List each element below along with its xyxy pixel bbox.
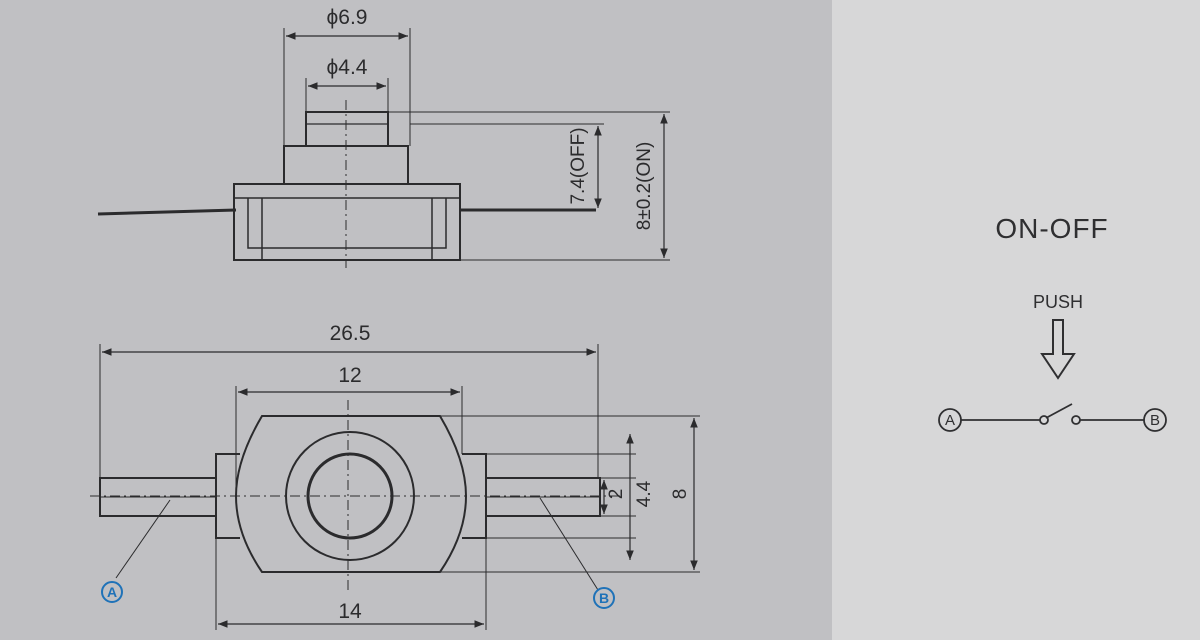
dim-height: 8 bbox=[670, 489, 691, 500]
terminal-a-marker: A bbox=[101, 581, 123, 603]
schematic-panel bbox=[832, 0, 1200, 640]
dim-outer-diameter: ϕ6.9 bbox=[327, 6, 368, 29]
dim-ring: 4.4 bbox=[634, 480, 655, 507]
top-view bbox=[90, 344, 700, 630]
terminal-a-label: A bbox=[107, 584, 117, 600]
switch-terminal-a: A bbox=[945, 412, 955, 429]
top-body bbox=[234, 415, 468, 573]
dim-on-height: 8±0.2(ON) bbox=[634, 142, 655, 231]
terminal-b-marker: B bbox=[593, 587, 615, 609]
side-lead-left bbox=[97, 208, 237, 216]
dim-pin-width: 2 bbox=[606, 489, 627, 500]
terminal-b-label: B bbox=[599, 590, 609, 606]
switch-terminal-b: B bbox=[1150, 412, 1160, 429]
dim-off-height: 7.4(OFF) bbox=[568, 127, 589, 204]
dim-total-length: 26.5 bbox=[330, 322, 371, 345]
switch-symbol bbox=[938, 403, 1167, 432]
schematic-title: ON-OFF bbox=[995, 213, 1108, 244]
push-arrow-icon bbox=[1040, 319, 1076, 380]
side-button bbox=[305, 111, 389, 147]
dim-body-width: 12 bbox=[338, 364, 361, 387]
dim-base-width: 14 bbox=[338, 600, 362, 623]
dim-inner-diameter: ϕ4.4 bbox=[327, 56, 368, 79]
side-view bbox=[97, 28, 670, 268]
push-label: PUSH bbox=[1033, 292, 1083, 312]
